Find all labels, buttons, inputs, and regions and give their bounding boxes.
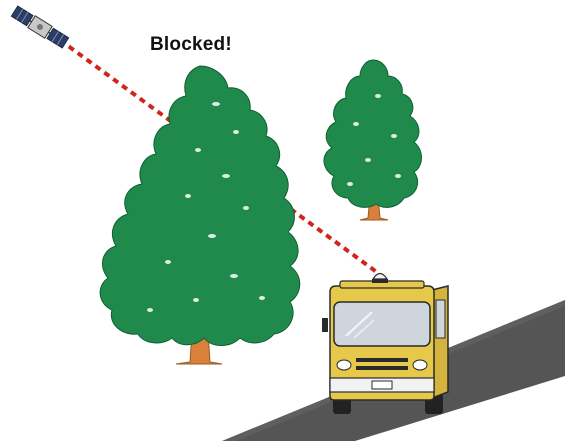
tree-icon — [100, 66, 300, 364]
satellite-icon — [11, 5, 69, 49]
blocked-caption: Blocked! — [150, 34, 232, 56]
bus-icon — [322, 281, 448, 414]
tree-icon — [324, 60, 422, 220]
gps-antenna-icon — [372, 274, 388, 284]
small-tree — [324, 60, 422, 220]
vehicle — [322, 274, 448, 415]
satellite — [11, 5, 69, 49]
large-tree — [100, 66, 300, 364]
